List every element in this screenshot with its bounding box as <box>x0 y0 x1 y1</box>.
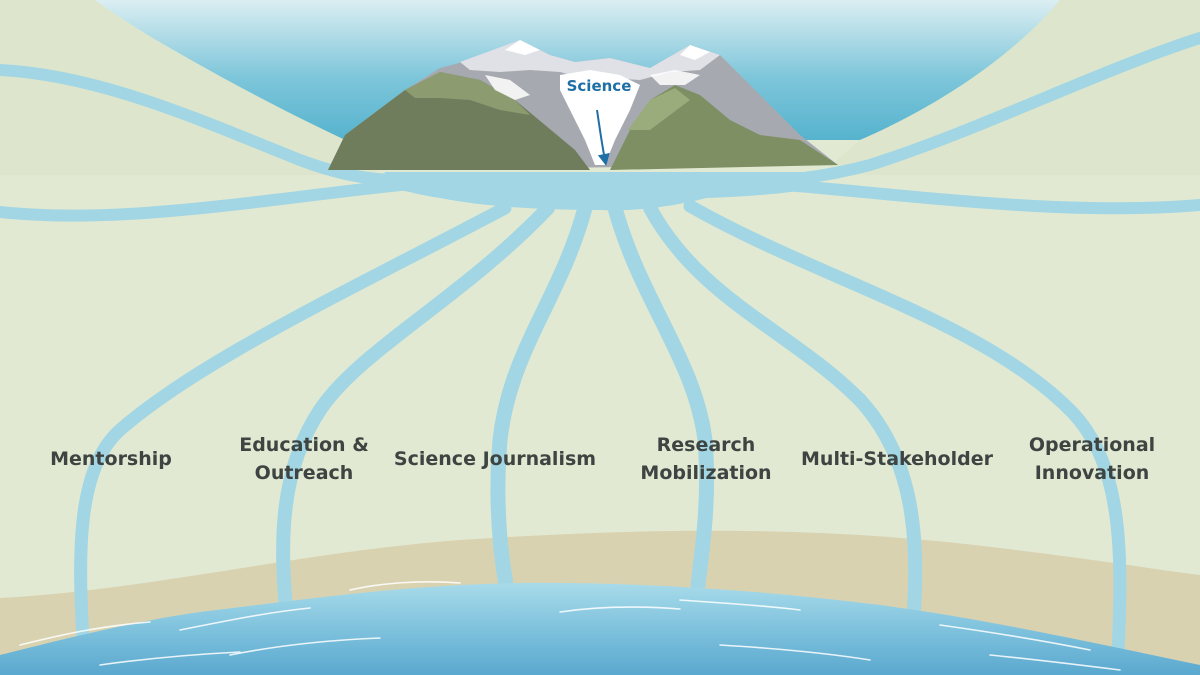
ocean <box>0 582 1200 675</box>
stream-education-outreach <box>276 201 555 617</box>
label-line: Operational <box>1028 434 1156 456</box>
right-hill <box>820 0 1200 175</box>
stream-label-mentorship: Mentorship <box>50 445 172 473</box>
stream-research-mobilization <box>607 200 715 593</box>
stream-label-operational-innovation: Operational Innovation <box>1029 431 1155 487</box>
science-label: Science <box>566 77 632 95</box>
label-line: Innovation <box>1034 462 1150 484</box>
label-line: Multi-Stakeholder <box>801 448 993 470</box>
label-line: Science Journalism <box>393 448 597 470</box>
left-hill <box>0 0 380 175</box>
stream-label-science-journalism: Science Journalism <box>394 445 596 473</box>
ocean-waves <box>19 581 1121 671</box>
stream-multi-stakeholder <box>643 201 923 617</box>
label-line: Education & <box>239 434 369 456</box>
stream-label-multi-stakeholder: Multi-Stakeholder <box>801 445 993 473</box>
label-line: Mobilization <box>640 462 772 484</box>
label-line: Mentorship <box>50 448 172 470</box>
label-line: Research <box>656 434 756 456</box>
stream-science-journalism <box>490 200 593 593</box>
stream-label-research-mobilization: Research Mobilization <box>640 431 771 487</box>
label-line: Outreach <box>254 462 354 484</box>
stream-operational-innovation <box>683 199 1127 662</box>
stream-label-education-outreach: Education & Outreach <box>239 431 369 487</box>
stream-mentorship <box>74 201 512 662</box>
mountain <box>328 40 838 170</box>
main-streams <box>74 199 1127 662</box>
